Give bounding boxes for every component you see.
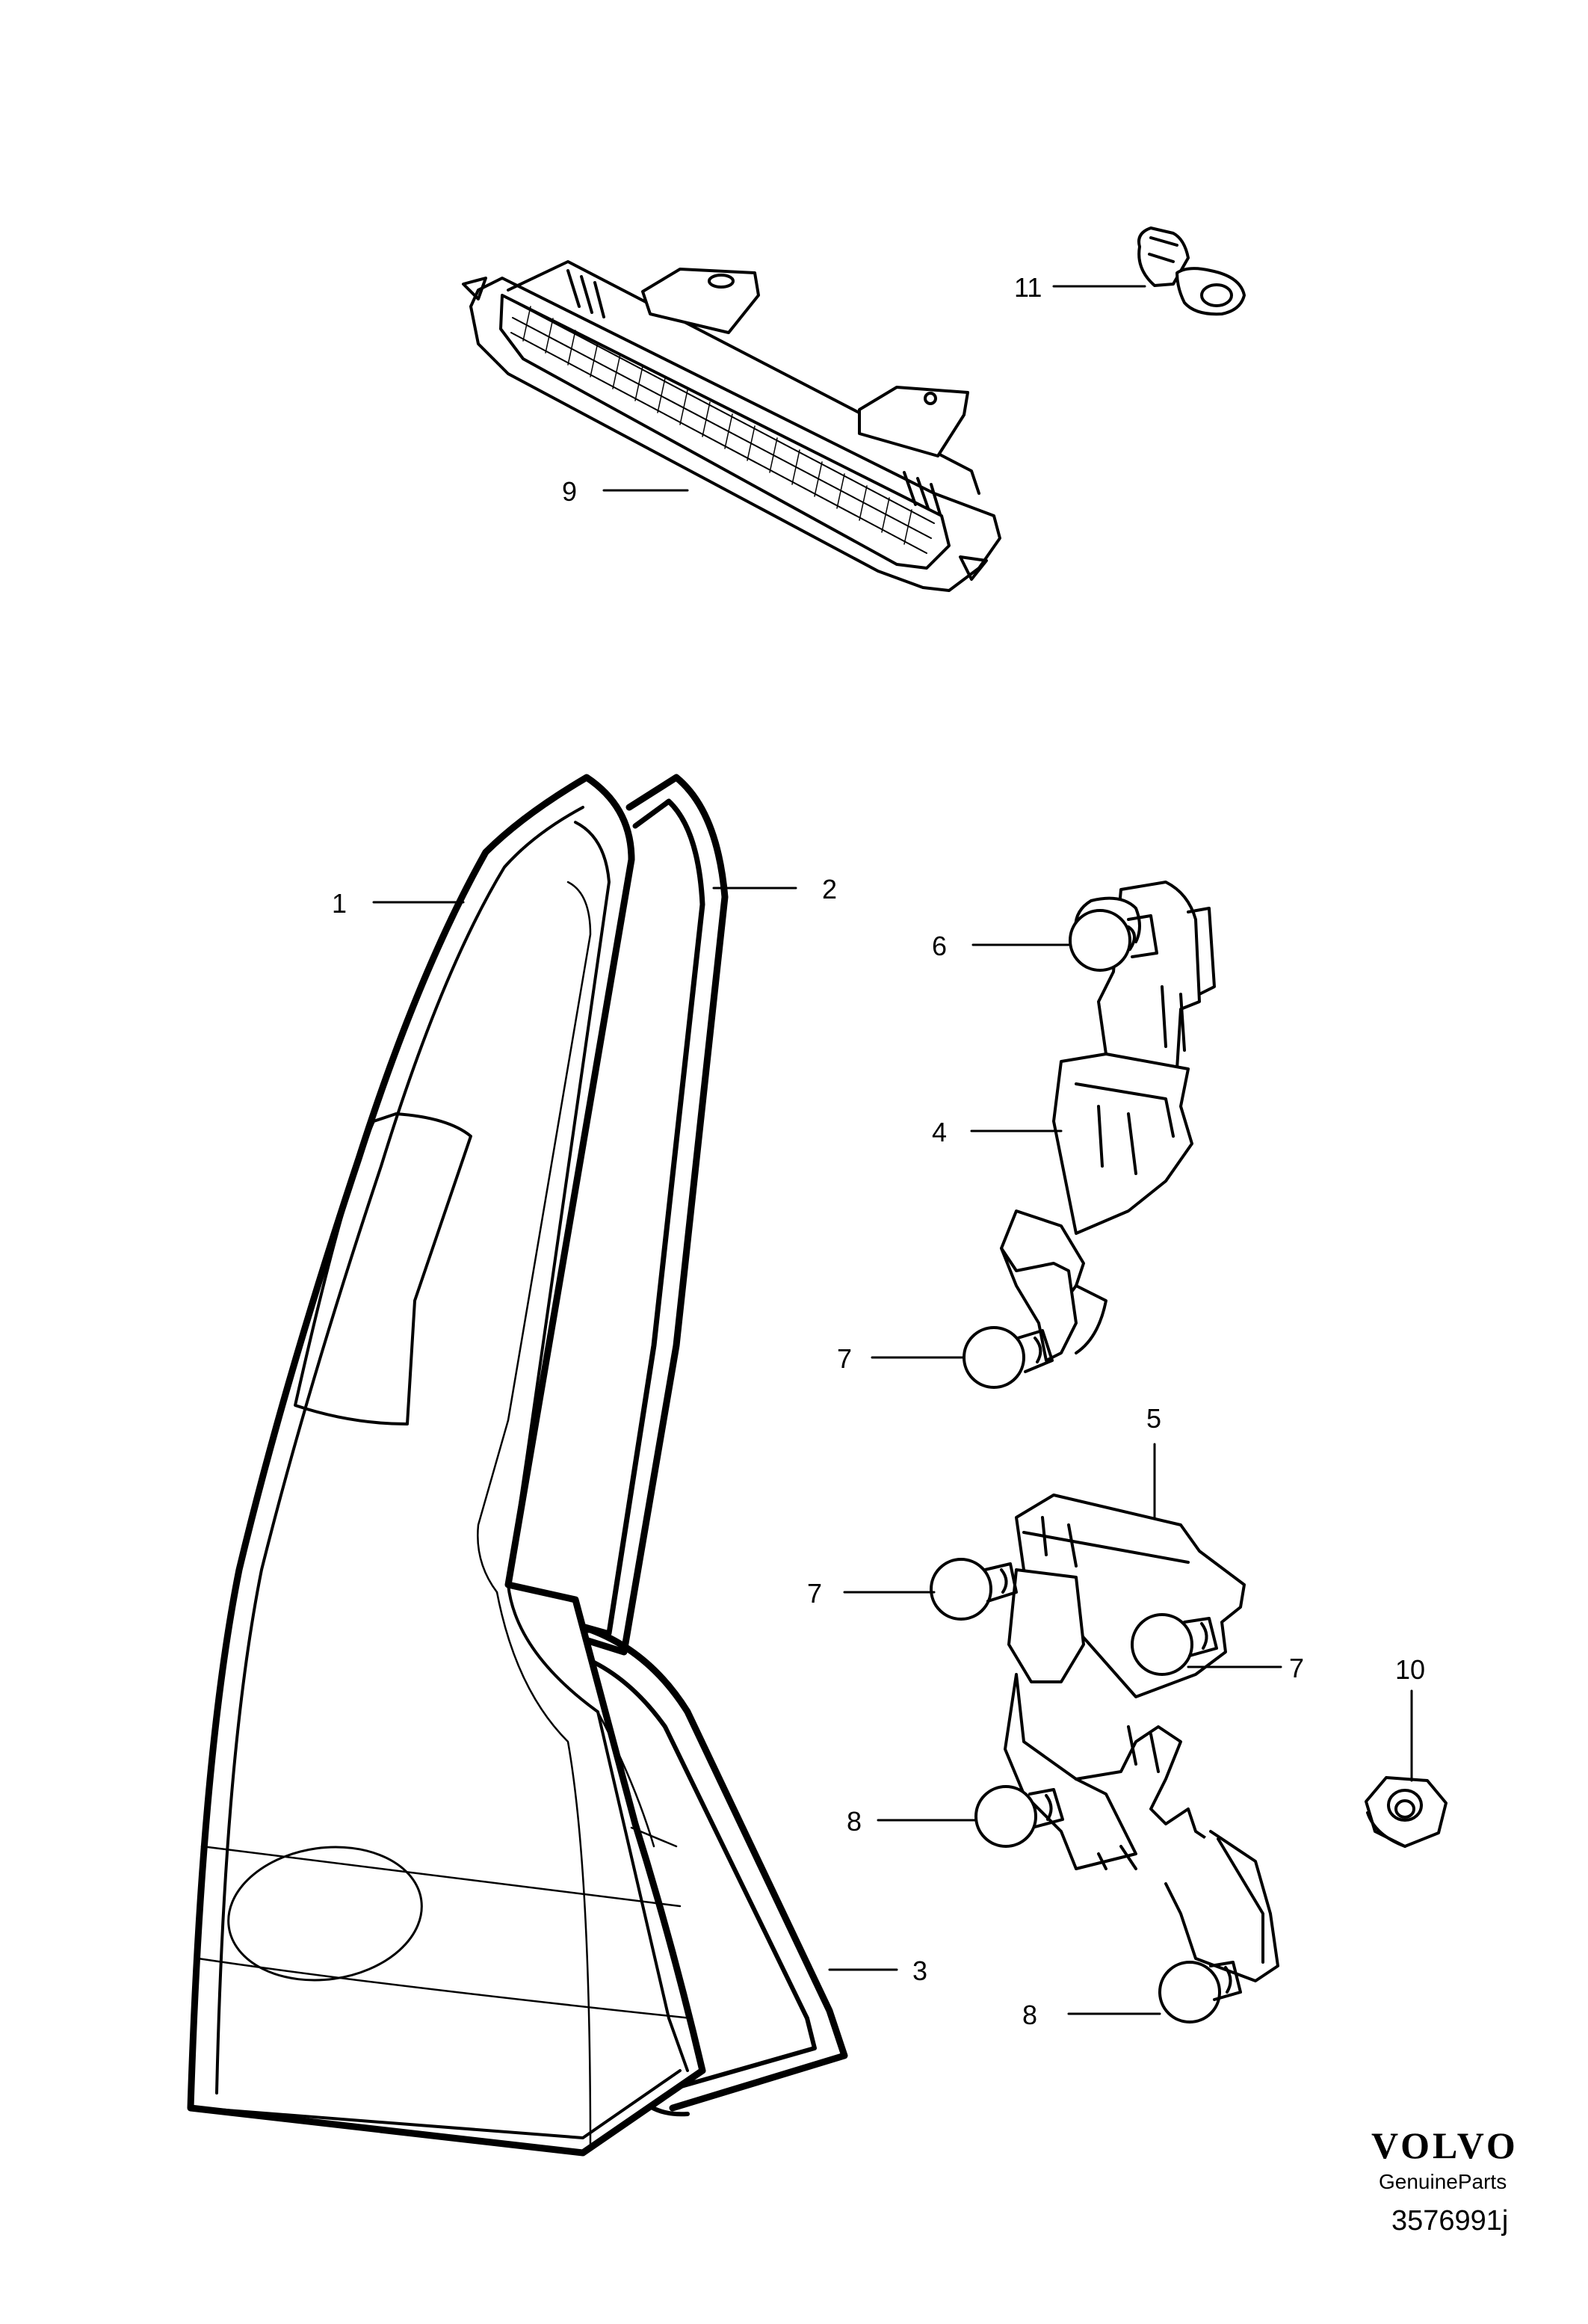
gasket-upper: [501, 774, 729, 1656]
callout-2: 2: [822, 874, 838, 904]
callout-7-left: 7: [807, 1578, 823, 1609]
callout-10: 10: [1395, 1654, 1426, 1685]
callout-4: 4: [932, 1117, 948, 1147]
leader-lines: [372, 285, 1413, 2015]
bulb-holder-upper: [1000, 881, 1216, 1362]
bulb-holder-lower: [1004, 1494, 1279, 1982]
callout-9: 9: [562, 476, 578, 507]
callout-8-upper: 8: [847, 1806, 862, 1837]
bulb-7-right: [1131, 1613, 1218, 1676]
callout-7-upper: 7: [837, 1343, 853, 1374]
brand-logo: VOLVO: [1371, 2124, 1519, 2166]
callout-5: 5: [1146, 1403, 1162, 1434]
bulb-8-upper: [974, 1785, 1064, 1848]
bulb-7-upper: [963, 1326, 1054, 1389]
bulb-7-left: [930, 1558, 1018, 1621]
clip-part: [1137, 226, 1246, 316]
callout-11: 11: [1014, 272, 1042, 303]
bulb-8-lower: [1158, 1961, 1242, 2024]
brake-light-bar: [462, 260, 1001, 592]
tail-lamp-housing: [187, 774, 706, 2157]
bulb-6: [1069, 896, 1158, 972]
nut-part: [1365, 1776, 1448, 1848]
callout-7-right: 7: [1289, 1653, 1305, 1683]
diagram-reference: 3576991j: [1391, 2205, 1509, 2237]
brand-subtitle: GenuineParts: [1379, 2170, 1507, 2193]
callout-6: 6: [932, 931, 948, 961]
callout-8-lower: 8: [1022, 2000, 1038, 2030]
callout-3: 3: [912, 1955, 928, 1986]
callout-1: 1: [332, 888, 347, 919]
